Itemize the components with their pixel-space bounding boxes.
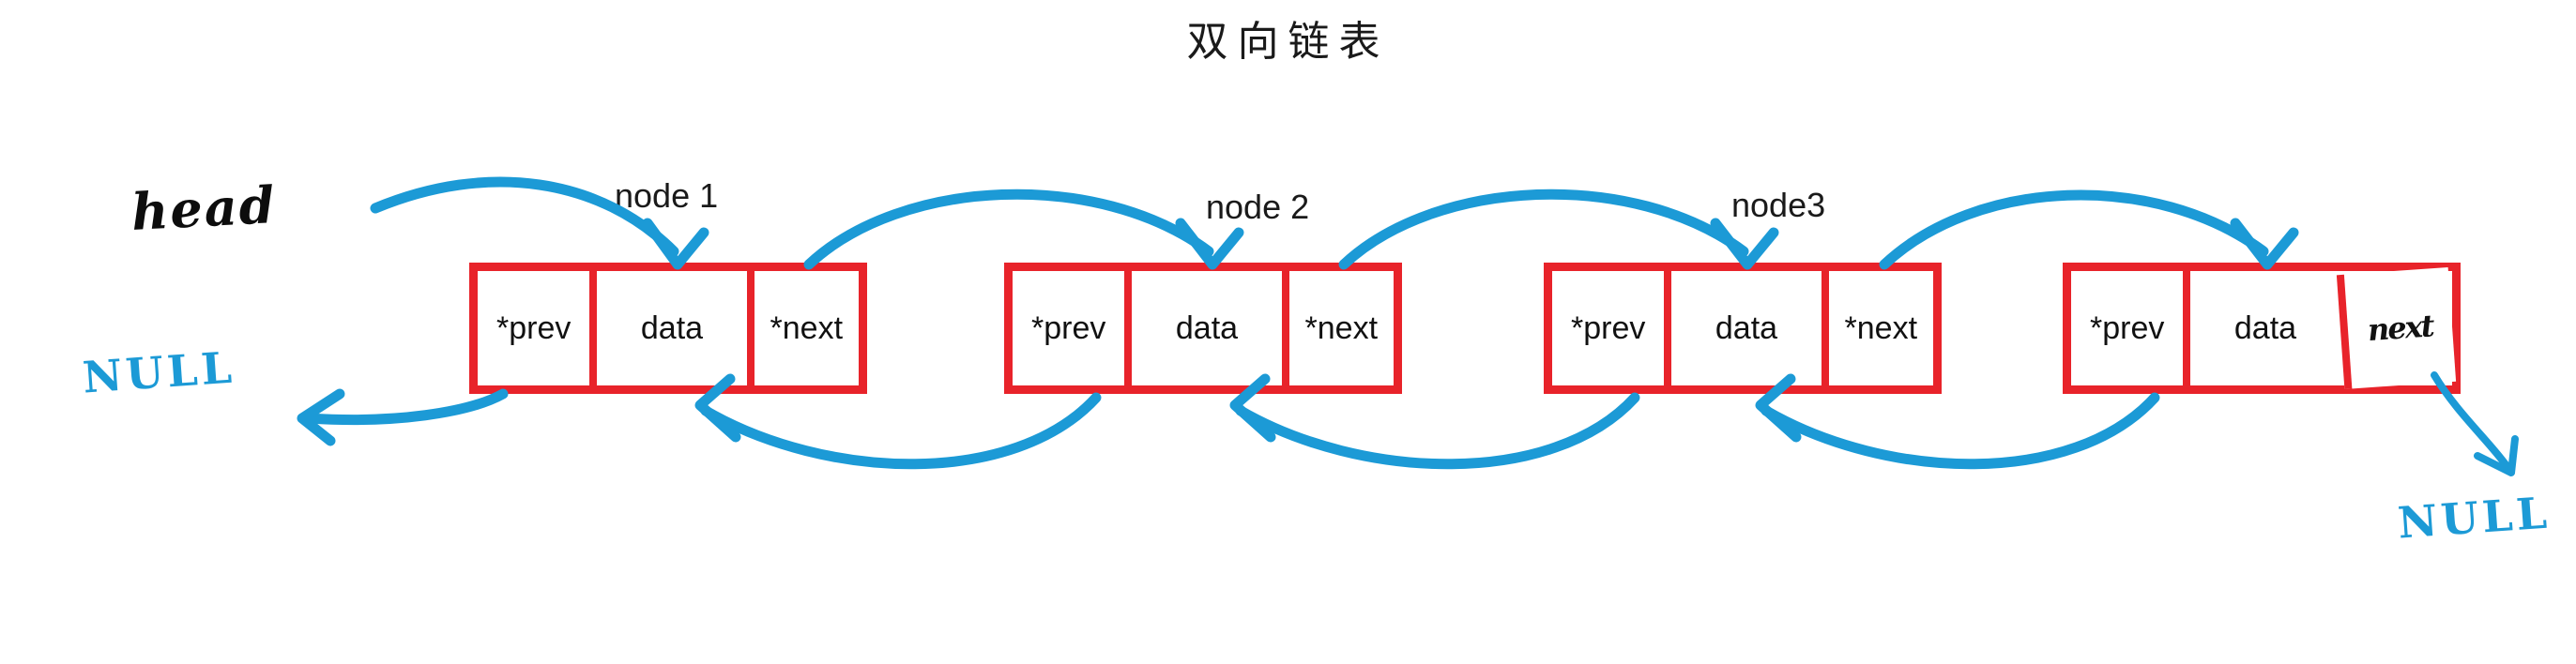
- node-label-3: node3: [1731, 186, 1826, 224]
- node-4-prev-cell: *prev: [2071, 271, 2184, 385]
- null-right-annotation: NULL: [2396, 487, 2553, 549]
- arrow-next-node1-to-node2: [803, 189, 1244, 270]
- node-2-data-cell: data: [1124, 271, 1282, 385]
- node-label-2: node 2: [1206, 188, 1310, 226]
- node-2-next-cell: *next: [1281, 271, 1394, 385]
- node-box-1: *prev data *next: [469, 263, 867, 394]
- node-1-next-cell: *next: [746, 271, 859, 385]
- node-3-next-cell: *next: [1821, 271, 1933, 385]
- arrow-next-node2-to-node3: [1338, 189, 1779, 270]
- arrow-next-node3-to-node4: [1879, 189, 2299, 270]
- node-box-2: *prev data *next: [1004, 263, 1402, 394]
- node-label-1: node 1: [615, 176, 719, 215]
- node-3-prev-cell: *prev: [1552, 271, 1665, 385]
- page-title: 双向链表: [1186, 18, 1390, 66]
- null-left-annotation: NULL: [81, 341, 237, 403]
- node-1-data-cell: data: [589, 271, 747, 385]
- arrow-prev-node1-to-null: [297, 388, 509, 446]
- node-1-prev-cell: *prev: [478, 271, 590, 385]
- node-2-prev-cell: *prev: [1013, 271, 1125, 385]
- head-annotation: head: [130, 174, 278, 242]
- node-3-data-cell: data: [1664, 271, 1821, 385]
- node-4-data-cell: data: [2183, 271, 2340, 385]
- node-box-4: *prev data next: [2063, 263, 2461, 394]
- node-4-next-cell: next: [2336, 266, 2457, 390]
- node-box-3: *prev data *next: [1544, 263, 1942, 394]
